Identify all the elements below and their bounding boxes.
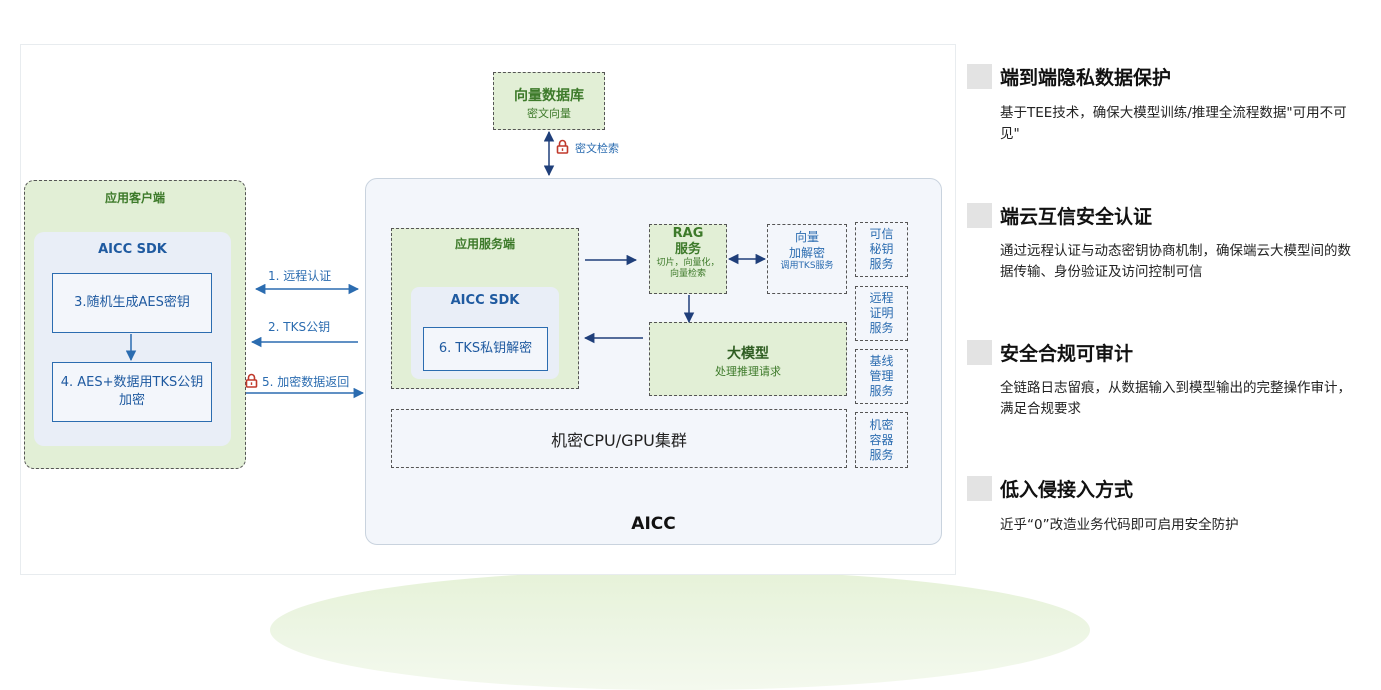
feature-title: 低入侵接入方式 xyxy=(1000,479,1134,501)
vector-db-title: 向量数据库 xyxy=(514,88,584,104)
client-sdk-title: AICC SDK xyxy=(98,242,167,257)
feature-marker-icon xyxy=(967,64,992,89)
feature-marker-icon xyxy=(967,203,992,228)
baseline-mgmt-service: 基线 管理 服务 xyxy=(855,349,908,404)
server-sdk-title: AICC SDK xyxy=(450,293,520,308)
feature-title: 端云互信安全认证 xyxy=(1000,206,1153,228)
llm-title: 大模型 xyxy=(727,346,769,362)
rag-subtitle: 切片，向量化，向量检索 xyxy=(656,258,720,279)
remote-attestation-service: 远程 证明 服务 xyxy=(855,286,908,341)
step2-label: 2. TKS公钥 xyxy=(268,320,331,334)
step1-label: 1. 远程认证 xyxy=(268,269,332,283)
client-title: 应用客户端 xyxy=(104,191,165,205)
feature-marker-icon xyxy=(967,476,992,501)
feature-desc: 近乎“0”改造业务代码即可启用安全防护 xyxy=(1000,517,1239,533)
feature-title: 端到端隐私数据保护 xyxy=(1000,67,1172,89)
vector-crypto-box: 向量 加解密 调用TKS服务 xyxy=(767,224,847,294)
llm-subtitle: 处理推理请求 xyxy=(715,365,781,378)
lock-icon xyxy=(245,373,258,388)
cluster-box: 机密CPU/GPU集群 xyxy=(391,409,847,468)
vector-crypto-subtitle: 调用TKS服务 xyxy=(780,261,834,271)
confidential-container-service: 机密 容器 服务 xyxy=(855,412,908,468)
rag-title: RAG 服务 xyxy=(672,226,704,257)
aicc-label: AICC xyxy=(631,514,676,534)
feature-desc: 全链路日志留痕，从数据输入到模型输出的完整操作审计，满足合规要求 xyxy=(1000,380,1351,417)
feature-desc: 基于TEE技术，确保大模型训练/推理全流程数据"可用不可见" xyxy=(1000,105,1347,142)
feature-desc: 通过远程认证与动态密钥协商机制，确保端云大模型间的数据传输、身份验证及访问控制可… xyxy=(1000,243,1351,280)
step3-box: 3.随机生成AES密钥 xyxy=(52,273,212,333)
step5-label: 5. 加密数据返回 xyxy=(262,375,350,389)
feature-title: 安全合规可审计 xyxy=(1000,343,1134,365)
step4-box: 4. AES+数据用TKS公钥加密 xyxy=(52,362,212,422)
flow-arrows xyxy=(125,130,767,399)
trusted-key-service: 可信 秘钥 服务 xyxy=(855,222,908,277)
rag-box: RAG 服务 切片，向量化，向量检索 xyxy=(649,224,727,294)
app-server-title: 应用服务端 xyxy=(454,237,515,251)
lock-icon xyxy=(556,139,569,154)
llm-box: 大模型 处理推理请求 xyxy=(649,322,847,396)
feature-marker-icon xyxy=(967,340,992,365)
cipher-search-label: 密文检索 xyxy=(575,142,619,155)
vector-db-box: 向量数据库 密文向量 xyxy=(493,72,605,130)
vector-crypto-title: 向量 加解密 xyxy=(788,230,825,260)
vector-db-subtitle: 密文向量 xyxy=(527,107,571,120)
step6-box: 6. TKS私钥解密 xyxy=(423,327,548,371)
